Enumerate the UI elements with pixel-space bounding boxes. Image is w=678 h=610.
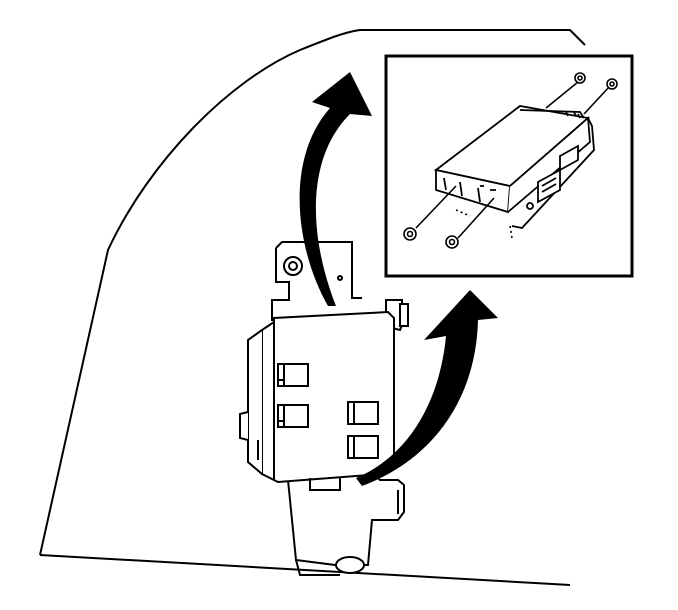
module-housing	[239, 303, 409, 491]
mounting-screw	[583, 78, 618, 115]
mounting-screw	[403, 185, 457, 241]
panel-outline	[39, 29, 586, 586]
curved-arrow-upper	[299, 72, 372, 306]
mounting-bracket	[271, 241, 405, 576]
inset-module	[433, 105, 595, 229]
mounting-screw	[545, 72, 586, 109]
mounting-screw-group	[403, 72, 618, 249]
curved-arrow-lower	[356, 290, 498, 486]
mounting-screw	[445, 197, 495, 249]
